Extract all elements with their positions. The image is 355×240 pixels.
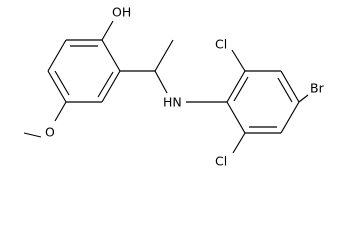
bond-ring2-c1-c2 (226, 70, 246, 103)
bond-c1-hydroxyl (101, 20, 114, 41)
methoxyphenol-ring (47, 39, 121, 103)
bond-methine-methyl (154, 39, 174, 72)
bond-ring1-c4-c5-inner (54, 70, 70, 96)
bond-oxygen-methyl (23, 132, 42, 138)
chemical-structure-diagram: OH O HN Cl Cl Br (23, 5, 325, 169)
bromine-label: Br (310, 81, 325, 96)
bond-ring1-c5-c6 (47, 39, 67, 72)
bond-methine-amine (154, 70, 168, 94)
methoxy-oxygen-label: O (45, 125, 55, 140)
bond-ring1-c4-c5 (47, 70, 67, 103)
bond-ring2-chlorine-bottom (232, 132, 246, 154)
bond-ring2-c3-c4 (280, 70, 300, 103)
chlorine-top-label: Cl (215, 37, 227, 52)
bond-ring2-bromine (298, 94, 309, 103)
amine-label: HN (163, 95, 182, 110)
bond-c4-methoxy-oxygen (54, 101, 67, 122)
hydroxyl-label: OH (112, 5, 131, 20)
bromodichlorophenyl-ring (226, 70, 300, 134)
bond-ring2-c4-c5 (280, 101, 300, 134)
bond-ring1-c2-c3 (101, 70, 121, 103)
bond-ring1-c2-c3-inner (97, 71, 114, 98)
bond-ring2-c3-c4-inner (277, 77, 293, 103)
bond-ring1-c1-c2 (101, 39, 121, 72)
bond-ring2-c1-c2-inner (233, 76, 249, 102)
bond-ring2-c6-c1 (226, 101, 246, 134)
bond-ring2-chlorine-top (231, 49, 246, 72)
chlorine-bottom-label: Cl (215, 154, 227, 169)
